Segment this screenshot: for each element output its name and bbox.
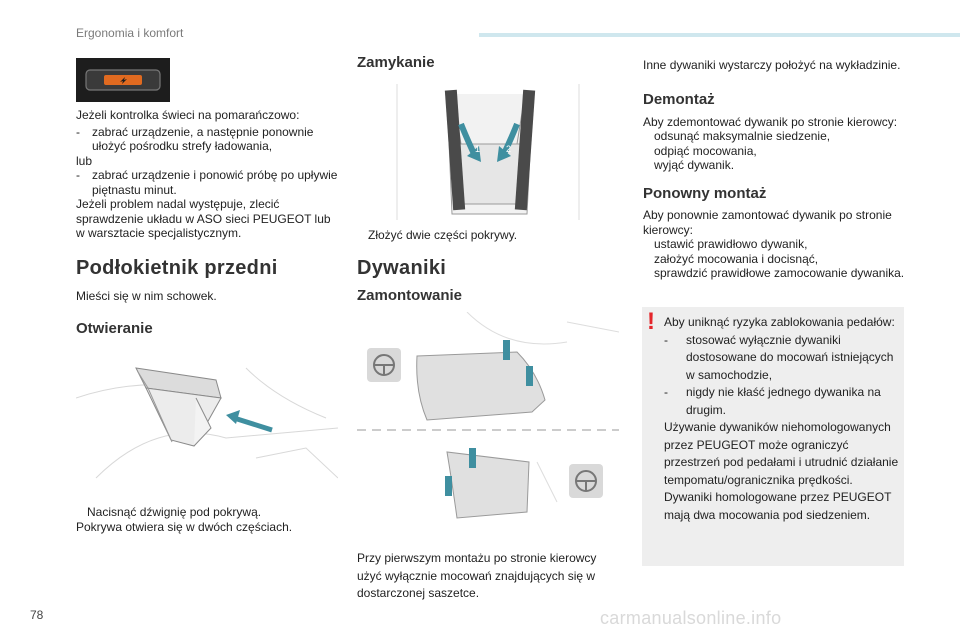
heading-floor-mats: Dywaniki xyxy=(357,256,447,279)
arrow-2-icon xyxy=(497,146,511,162)
step-text: ustawić prawidłowo dywanik, xyxy=(654,237,808,251)
step-text: odpiąć mocowania, xyxy=(654,143,757,158)
dash-mark: - xyxy=(76,168,80,182)
warning-paragraph: Używanie dywaników niehomologowanych prz… xyxy=(664,420,899,487)
bullet-icon xyxy=(643,237,654,252)
press-arrow-icon xyxy=(226,410,240,424)
heading-fitting: Zamontowanie xyxy=(357,287,463,304)
heading-refitting: Ponowny montaż xyxy=(643,184,767,202)
heading-opening: Otwieranie xyxy=(76,319,153,337)
paragraph: Inne dywaniki wystarczy położyć na wykła… xyxy=(643,58,901,72)
section-title: Ergonomia i komfort xyxy=(76,26,184,40)
charging-lamp-figure xyxy=(76,58,170,102)
step-text: Złożyć dwie części pokrywy. xyxy=(368,228,518,242)
bullet-icon xyxy=(643,129,654,144)
dash-mark: - xyxy=(664,385,668,399)
heading-front-armrest: Podłokietnik przedni xyxy=(76,256,278,279)
dash-mark: - xyxy=(76,124,80,139)
step-text: wyjąć dywanik. xyxy=(654,158,735,172)
paragraph: Mieści się w nim schowek. xyxy=(76,289,217,303)
warning-intro: Aby uniknąć ryzyka zablokowania pedałów: xyxy=(664,315,895,329)
bullet-icon xyxy=(643,144,654,159)
watermark: carmanualsonline.info xyxy=(600,608,782,628)
warning-item: nigdy nie kłaść jednego dywanika na drug… xyxy=(686,385,881,417)
figure-label-1: 1 xyxy=(475,144,480,154)
step-text: zabrać urządzenie, a następnie ponownie … xyxy=(92,124,314,154)
paragraph: Przy pierwszym montażu po stronie kierow… xyxy=(357,551,597,600)
bullet-icon xyxy=(643,252,654,267)
warning-box: ! Aby uniknąć ryzyka zablokowania pedałó… xyxy=(642,307,904,566)
step-text: Nacisnąć dźwignię pod pokrywą. xyxy=(87,505,262,519)
step-text: sprawdzić prawidłowe zamocowanie dywanik… xyxy=(654,266,905,280)
armrest-opening-figure xyxy=(76,367,338,479)
paragraph: Jeżeli problem nadal występuje, zlecić s… xyxy=(76,197,331,240)
heading-removal: Demontaż xyxy=(643,91,715,108)
heading-closing: Zamykanie xyxy=(357,54,435,71)
header-accent-bar xyxy=(479,33,960,37)
or-text: lub xyxy=(76,153,93,168)
lamp-intro: Jeżeli kontrolka świeci na pomarańczowo: xyxy=(76,108,300,122)
paragraph: Pokrywa otwiera się w dwóch częściach. xyxy=(76,519,293,534)
page-number: 78 xyxy=(30,608,44,622)
step-text: zabrać urządzenie i ponowić próbę po upł… xyxy=(92,168,338,197)
step-text: odsunąć maksymalnie siedzenie, xyxy=(654,129,831,143)
bullet-icon xyxy=(643,266,654,281)
warning-icon: ! xyxy=(647,308,655,335)
step-text: założyć mocowania i docisnąć, xyxy=(654,251,819,266)
paragraph: Aby zdemontować dywanik po stronie kiero… xyxy=(643,114,898,129)
dash-mark: - xyxy=(664,332,668,347)
bullet-icon xyxy=(76,505,87,520)
arrow-1-icon xyxy=(467,146,481,162)
figure-label-2: 2 xyxy=(506,144,511,154)
warning-item: stosować wyłącznie dywaniki dostosowane … xyxy=(686,332,894,382)
bullet-icon xyxy=(357,228,368,243)
bullet-icon xyxy=(643,158,654,173)
paragraph: Aby ponownie zamontować dywanik po stron… xyxy=(643,208,892,237)
armrest-closing-figure: 1 2 xyxy=(396,84,580,220)
floor-mat-figure xyxy=(357,312,619,519)
warning-paragraph: Dywaniki homologowane przez PEUGEOT mają… xyxy=(664,490,892,522)
